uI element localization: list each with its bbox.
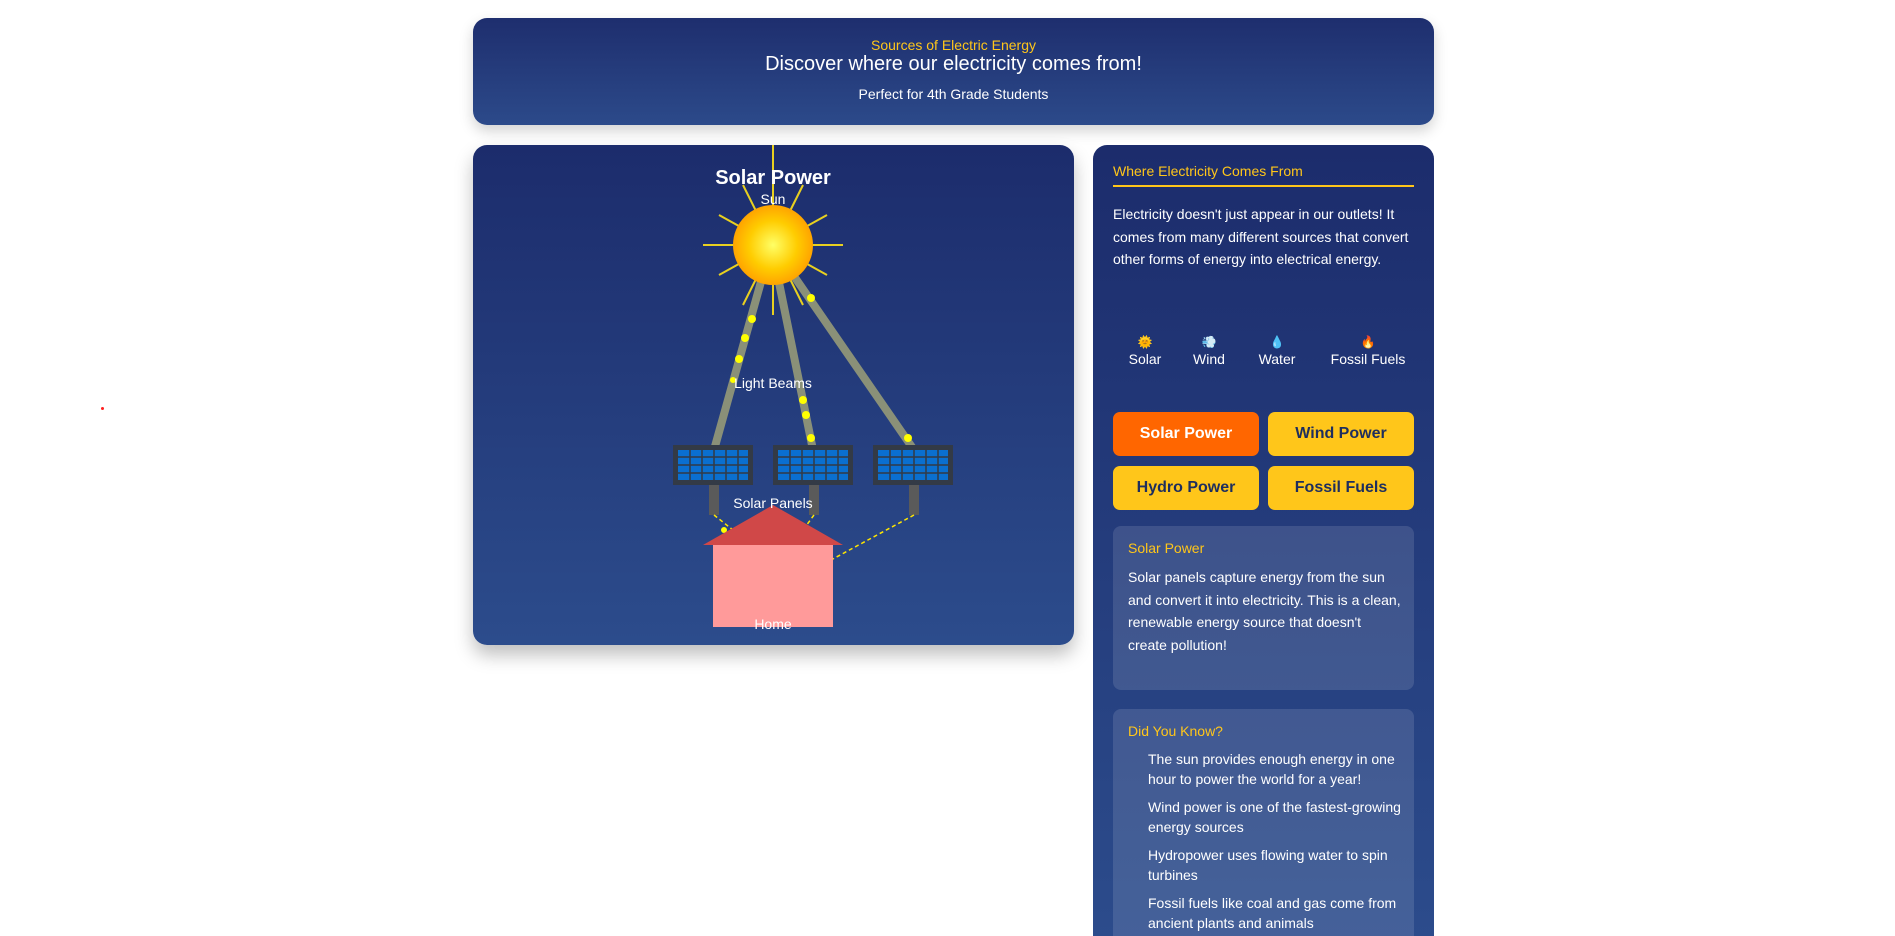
sidebar-heading: Where Electricity Comes From [1113, 163, 1414, 187]
light-beams-label: Light Beams [734, 375, 812, 391]
solar-diagram: Solar Power Sun Light Beams Solar Panels… [673, 145, 953, 632]
list-item: The sun provides enough energy in one ho… [1148, 751, 1395, 787]
header-kicker: Sources of Electric Energy [871, 37, 1036, 53]
fire-icon: 🔥 [1360, 335, 1376, 349]
light-beams [710, 249, 918, 454]
info-card-title: Solar Power [1128, 540, 1205, 556]
sidebar-intro: Electricity doesn't just appear in our o… [1113, 206, 1409, 267]
panel-stands [709, 485, 919, 515]
wind-icon: 💨 [1201, 335, 1217, 349]
solar-panel [773, 445, 853, 485]
wind-power-button[interactable]: Wind Power [1268, 412, 1414, 456]
fun-facts-card: Did You Know? The sun provides enough en… [1113, 709, 1414, 936]
home-label: Home [754, 616, 792, 632]
solar-panel [673, 445, 753, 485]
energy-info-card: Solar Power Solar panels capture energy … [1113, 526, 1414, 690]
legend-label: Fossil Fuels [1330, 351, 1406, 367]
legend-fossil: 🔥 Fossil Fuels [1323, 333, 1413, 367]
house-roof [703, 505, 843, 545]
solar-panel [873, 445, 953, 485]
sun [733, 205, 813, 285]
energy-sparks [721, 294, 912, 533]
info-sidebar: Where Electricity Comes From Electricity… [1093, 145, 1434, 936]
solar-panels-label: Solar Panels [733, 495, 812, 511]
energy-legend: 🌞 Solar 💨 Wind 💧 Water 🔥 Fossil Fuels [1113, 333, 1414, 373]
page-header: Sources of Electric Energy Discover wher… [473, 18, 1434, 125]
legend-label: Wind [1193, 351, 1225, 367]
header-subtitle: Perfect for 4th Grade Students [858, 86, 1049, 102]
legend-wind: 💨 Wind [1189, 333, 1229, 367]
legend-label: Solar [1128, 351, 1162, 367]
list-item: Wind power is one of the fastest-growing… [1148, 799, 1401, 835]
house-wall [713, 545, 833, 627]
list-item: Fossil fuels like coal and gas come from… [1148, 895, 1397, 931]
energy-scene: Solar Power Sun Light Beams Solar Panels… [473, 145, 1074, 645]
legend-solar: 🌞 Solar [1125, 333, 1165, 367]
legend-label: Water [1258, 351, 1296, 367]
legend-water: 💧 Water [1253, 333, 1301, 367]
water-drop-icon: 💧 [1269, 335, 1285, 349]
fossil-fuels-button[interactable]: Fossil Fuels [1268, 466, 1414, 510]
stray-dot [101, 407, 104, 410]
fun-facts-title: Did You Know? [1128, 723, 1223, 739]
info-card-text: Solar panels capture energy from the sun… [1128, 569, 1401, 653]
page-title: Discover where our electricity comes fro… [765, 53, 1142, 75]
scene-title: Solar Power [715, 167, 831, 189]
sun-icon: 🌞 [1137, 335, 1153, 349]
fun-facts-list: The sun provides enough energy in one ho… [1148, 749, 1408, 936]
solar-power-button[interactable]: Solar Power [1113, 412, 1259, 456]
hydro-power-button[interactable]: Hydro Power [1113, 466, 1259, 510]
list-item: Hydropower uses flowing water to spin tu… [1148, 847, 1388, 883]
sun-label: Sun [761, 191, 786, 207]
